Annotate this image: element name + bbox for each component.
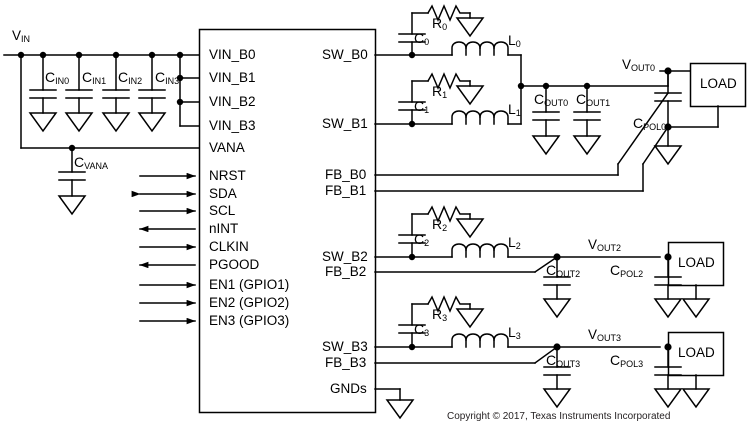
component-label-cout1: COUT1: [576, 91, 611, 108]
copyright-text: Copyright © 2017, Texas Instruments Inco…: [447, 411, 671, 422]
gnd-symbol: [653, 298, 683, 319]
pin-label-sw-b0: SW_B0: [322, 47, 368, 62]
load-label-3: LOAD: [678, 345, 715, 360]
gnd-symbol: [101, 112, 131, 133]
component-label-c1: C1: [414, 98, 430, 115]
component-label-cpol0: CPOL0: [633, 115, 667, 132]
component-label-c0: C0: [414, 30, 430, 47]
component-label-l2: L2: [508, 234, 521, 251]
net-label-vin: VIN: [12, 28, 31, 44]
pin-label-sw-b1: SW_B1: [322, 116, 368, 131]
gnd-symbol: [455, 218, 485, 239]
pin-label-fb-b1: FB_B1: [325, 183, 367, 198]
net-label-vout0: VOUT0: [622, 57, 656, 73]
pin-label-sw-b3: SW_B3: [322, 339, 368, 354]
pin-label-vin-b0: VIN_B0: [209, 47, 256, 62]
gnd-symbol: [572, 135, 602, 156]
pin-label-vana: VANA: [209, 140, 245, 155]
net-label-vout2: VOUT2: [588, 237, 622, 253]
component-label-cvana: CVANA: [74, 154, 108, 171]
component-label-cout3: COUT3: [546, 352, 581, 369]
gnd-symbol: [681, 388, 711, 409]
component-label-r3: R3: [432, 306, 448, 323]
component-label-l0: L0: [508, 32, 521, 49]
pin-label-vin-b3: VIN_B3: [209, 118, 256, 133]
component-label-cin0: CIN0: [45, 69, 70, 86]
gnd-symbol: [531, 135, 561, 156]
pin-label-en3: EN3 (GPIO3): [209, 313, 290, 328]
gnd-symbol: [57, 195, 87, 216]
gnd-symbol: [681, 298, 711, 319]
component-label-cout0: COUT0: [534, 91, 569, 108]
pin-label-fb-b0: FB_B0: [325, 167, 367, 182]
component-label-c3: C3: [414, 321, 430, 338]
pin-label-vin-b2: VIN_B2: [209, 94, 256, 109]
component-label-r2: R2: [432, 216, 448, 233]
component-label-c2: C2: [414, 231, 430, 248]
pin-label-en2: EN2 (GPIO2): [209, 295, 290, 310]
component-label-l3: L3: [508, 324, 521, 341]
gnd-symbol: [455, 308, 485, 329]
pin-label-pgood: PGOOD: [209, 257, 260, 272]
pin-label-clkin: CLKIN: [209, 239, 249, 254]
junction-dots: [17, 51, 672, 351]
gnd-symbol: [64, 112, 94, 133]
net-label-vout3: VOUT3: [588, 327, 622, 343]
gnd-symbol: [137, 112, 167, 133]
pin-label-sw-b2: SW_B2: [322, 249, 368, 264]
gnd-symbol: [542, 388, 572, 409]
pin-label-gnds: GNDs: [330, 381, 367, 396]
pin-label-sda: SDA: [209, 186, 237, 201]
pin-label-vin-b1: VIN_B1: [209, 70, 256, 85]
pin-label-scl: SCL: [209, 203, 236, 218]
pin-label-fb-b2: FB_B2: [325, 264, 367, 279]
component-label-r1: R1: [432, 83, 448, 100]
component-label-cin2: CIN2: [118, 69, 143, 86]
component-label-l1: L1: [508, 101, 521, 118]
component-label-r0: R0: [432, 15, 448, 32]
gnd-symbol: [455, 85, 485, 106]
gnd-symbol: [653, 145, 683, 166]
component-label-cpol3: CPOL3: [610, 352, 644, 369]
pin-label-fb-b3: FB_B3: [325, 355, 367, 370]
gnd-symbol: [653, 388, 683, 409]
ic-body: [198, 28, 377, 414]
component-label-cin3: CIN3: [155, 69, 180, 86]
component-label-cin1: CIN1: [82, 69, 107, 86]
pin-label-en1: EN1 (GPIO1): [209, 277, 290, 292]
gnd-symbol: [385, 399, 415, 420]
gnd-symbol: [455, 17, 485, 38]
component-label-cout2: COUT2: [546, 262, 581, 279]
load-label-0: LOAD: [700, 76, 737, 91]
pin-label-nint: nINT: [209, 221, 239, 236]
gnd-symbol: [542, 298, 572, 319]
gnd-symbol: [28, 112, 58, 133]
pin-label-nrst: NRST: [209, 168, 246, 183]
load-label-2: LOAD: [678, 255, 715, 270]
component-label-cpol2: CPOL2: [610, 262, 644, 279]
